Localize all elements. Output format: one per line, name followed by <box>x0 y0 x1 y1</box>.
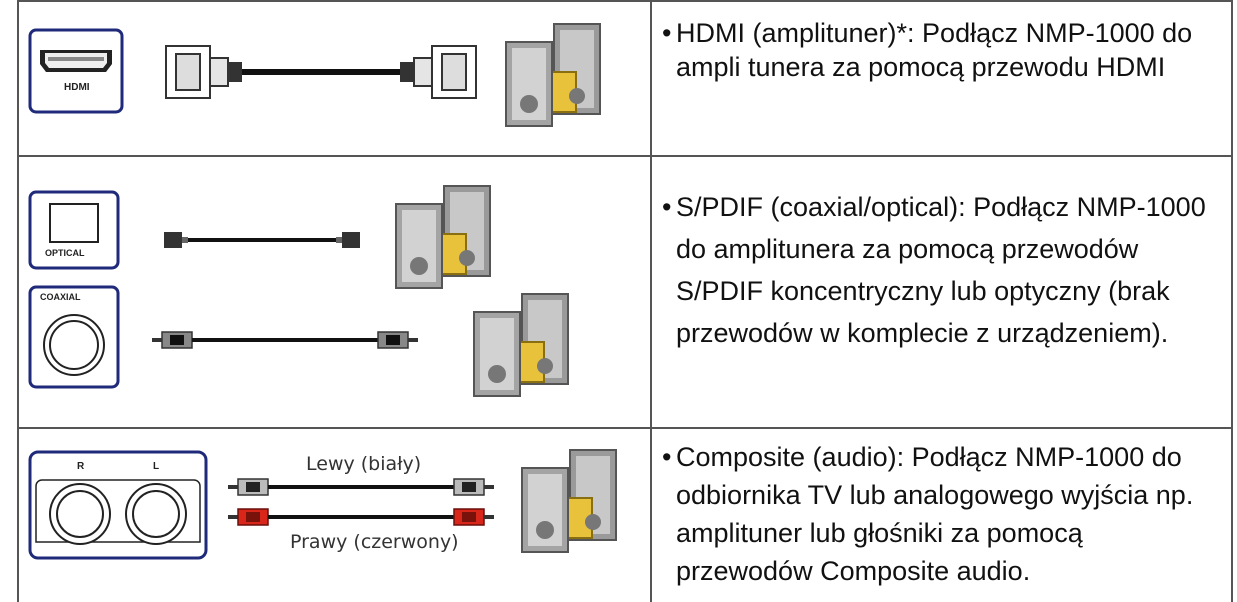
hdmi-description: • HDMI (amplituner)*: Podłącz NMP-1000 d… <box>662 16 1222 84</box>
table-border-top <box>17 0 1233 2</box>
optical-cable-icon <box>164 232 360 248</box>
hdmi-description-text: HDMI (amplituner)*: Podłącz NMP-1000 do … <box>676 18 1193 82</box>
coaxial-port-label: COAXIAL <box>40 292 81 302</box>
bullet: • <box>662 18 672 48</box>
rca-port-label-r: R <box>77 461 85 472</box>
bullet: • <box>662 192 672 222</box>
table-column-divider <box>650 0 652 602</box>
connection-table <box>17 0 1233 602</box>
rca-cable-red-icon <box>228 508 494 526</box>
coaxial-port-icon <box>28 285 120 389</box>
rca-port-label-l: L <box>153 461 160 472</box>
speaker-icon <box>505 23 601 127</box>
composite-description-text: Composite (audio): Podłącz NMP-1000 do o… <box>676 442 1194 586</box>
speaker-icon <box>473 293 569 397</box>
hdmi-port-label: HDMI <box>64 82 90 93</box>
rca-port-icon <box>28 450 208 560</box>
table-border-right <box>1231 0 1233 602</box>
cable-label-left-white: Lewy (biały) <box>306 453 422 475</box>
table-border-left <box>17 0 19 602</box>
table-row-divider-2 <box>17 427 1233 429</box>
optical-port-label: OPTICAL <box>45 248 85 258</box>
coaxial-cable-icon <box>152 331 418 349</box>
rca-cable-white-icon <box>228 478 494 496</box>
spdif-description: • S/PDIF (coaxial/optical): Podłącz NMP-… <box>662 186 1222 354</box>
cable-label-right-red: Prawy (czerwony) <box>290 531 459 553</box>
hdmi-cable-icon <box>165 45 477 99</box>
bullet: • <box>662 442 672 472</box>
optical-port-icon <box>28 190 120 270</box>
speaker-icon <box>521 449 617 553</box>
speaker-icon <box>395 185 491 289</box>
spdif-description-text: S/PDIF (coaxial/optical): Podłącz NMP-10… <box>676 192 1206 348</box>
table-row-divider-1 <box>17 155 1233 157</box>
hdmi-port-icon <box>28 28 124 114</box>
composite-description: • Composite (audio): Podłącz NMP-1000 do… <box>662 438 1222 590</box>
